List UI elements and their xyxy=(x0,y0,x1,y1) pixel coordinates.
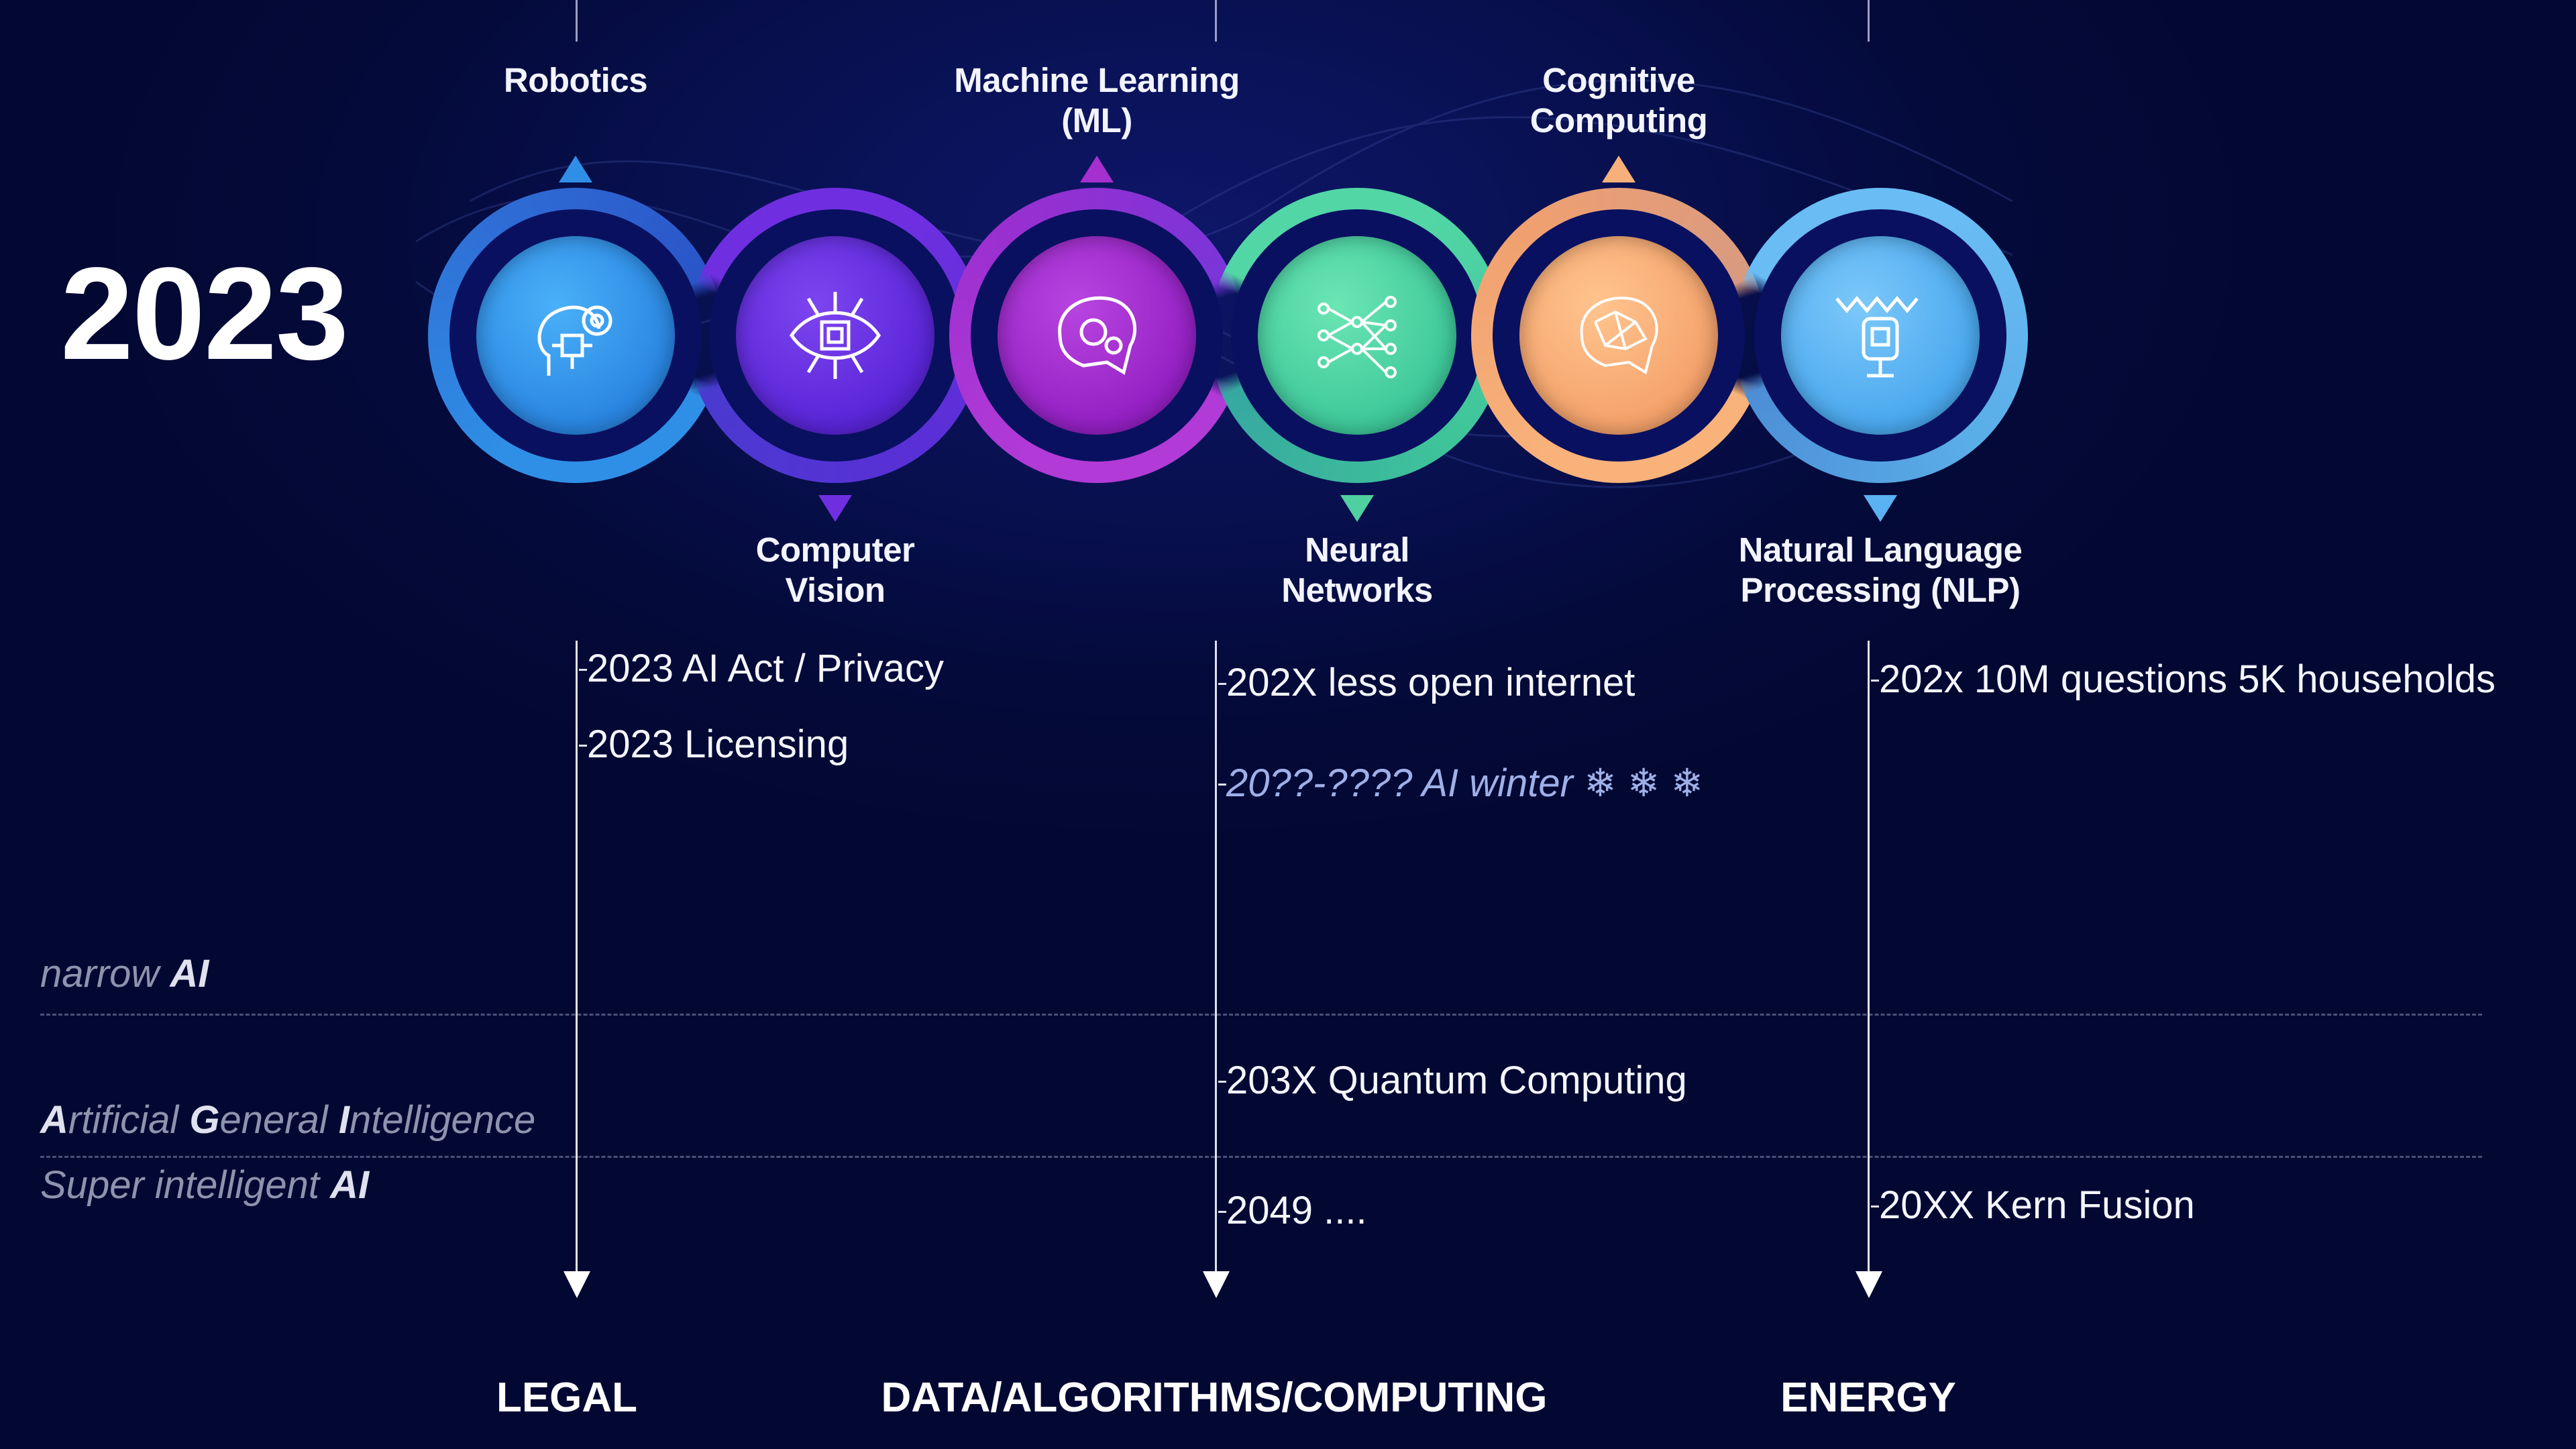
level-label-super-ai: Super intelligent AI xyxy=(40,1163,369,1208)
event-legal-licensing: 2023 Licensing xyxy=(578,721,849,768)
computer-vision-pointer-icon xyxy=(818,495,852,522)
category-legal: LEGAL xyxy=(496,1375,638,1421)
agi-letter-g: G xyxy=(189,1098,220,1142)
event-data-less-open-internet: 202X less open internet xyxy=(1218,659,1635,706)
year-title: 2023 xyxy=(60,240,349,387)
axis-energy-arrow-icon xyxy=(1856,1271,1882,1298)
level-narrow-bold: AI xyxy=(170,952,209,996)
event-data-2049: 2049 .... xyxy=(1218,1187,1367,1234)
tech-label-neural-networks: Neural Networks xyxy=(1281,531,1433,609)
cognitive-computing-disc xyxy=(1519,236,1718,435)
cognitive-computing-pointer-icon xyxy=(1602,156,1635,182)
eye-chip-icon xyxy=(789,292,881,379)
axis-top-line-data xyxy=(1215,0,1217,42)
axis-energy xyxy=(1868,641,1870,1271)
level-super-bold: AI xyxy=(330,1163,370,1207)
neural-networks-pointer-icon xyxy=(1340,495,1374,522)
category-energy: ENERGY xyxy=(1780,1375,1956,1421)
neural-networks-disc xyxy=(1258,236,1456,435)
agi-word-general: eneral xyxy=(219,1098,339,1142)
machine-learning-pointer-icon xyxy=(1080,156,1114,182)
level-separator-1 xyxy=(40,1014,2482,1016)
level-narrow-text: narrow xyxy=(40,952,170,996)
robot-head-gear-icon xyxy=(537,305,612,376)
neural-network-icon xyxy=(1318,296,1397,378)
level-label-agi: Artificial General Intelligence xyxy=(40,1097,535,1142)
machine-learning-disc xyxy=(998,236,1196,435)
level-separator-2 xyxy=(40,1156,2482,1158)
axis-legal-arrow-icon xyxy=(564,1271,590,1298)
axis-legal xyxy=(576,641,578,1271)
event-data-ai-winter: 20??-???? AI winter ❄ ❄ ❄ xyxy=(1218,760,1703,807)
nlp-pointer-icon xyxy=(1864,495,1897,522)
event-energy-questions: 202x 10M questions 5K households xyxy=(1871,656,2496,703)
level-label-narrow-ai: narrow AI xyxy=(40,951,209,996)
axis-data xyxy=(1215,641,1217,1271)
microphone-icon xyxy=(1835,296,1919,378)
event-energy-kern-fusion: 20XX Kern Fusion xyxy=(1871,1182,2195,1229)
nlp-disc xyxy=(1781,236,1980,435)
agi-letter-a: A xyxy=(40,1098,68,1142)
level-super-text: Super intelligent xyxy=(40,1163,331,1207)
tech-label-computer-vision: Computer Vision xyxy=(755,531,915,609)
category-data-algorithms-computing: DATA/ALGORITHMS/COMPUTING xyxy=(881,1375,1548,1421)
brain-network-icon xyxy=(1580,297,1658,375)
agi-word-artificial: rtificial xyxy=(68,1098,190,1142)
robotics-pointer-icon xyxy=(559,156,592,182)
brain-gears-icon xyxy=(1058,296,1137,375)
axis-top-line-energy xyxy=(1868,0,1870,42)
axis-data-arrow-icon xyxy=(1203,1271,1230,1298)
axis-top-line-legal xyxy=(576,0,578,42)
event-data-quantum-computing: 203X Quantum Computing xyxy=(1218,1057,1687,1104)
tech-label-cognitive-computing: Cognitive Computing xyxy=(1529,61,1708,140)
event-legal-ai-act: 2023 AI Act / Privacy xyxy=(579,645,944,692)
tech-label-machine-learning: Machine Learning (ML) xyxy=(954,61,1240,140)
agi-letter-i: I xyxy=(338,1098,350,1142)
tech-label-robotics: Robotics xyxy=(503,61,648,99)
computer-vision-disc xyxy=(736,236,934,435)
agi-word-intelligence: ntelligence xyxy=(349,1098,536,1142)
tech-label-nlp: Natural Language Processing (NLP) xyxy=(1738,531,2023,609)
robotics-disc xyxy=(476,236,675,435)
